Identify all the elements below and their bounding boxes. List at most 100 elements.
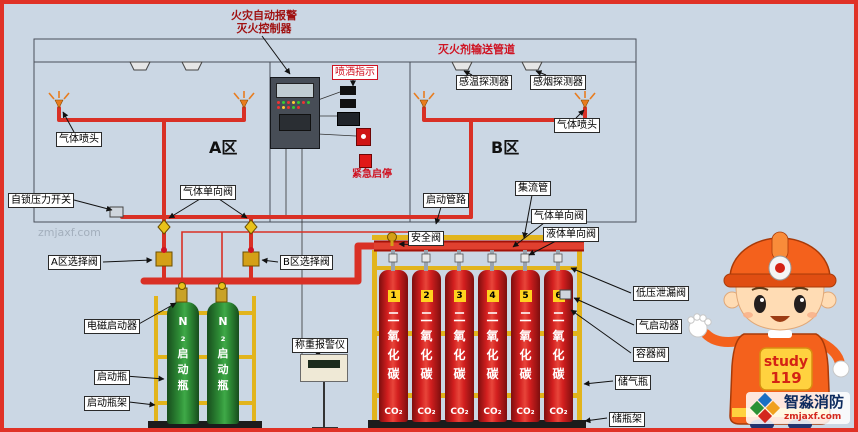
- cylinder-number: 1: [387, 290, 400, 302]
- mascot-brow: [791, 287, 809, 291]
- co2-rack-base: [368, 420, 586, 428]
- label-manifold: 集流管: [515, 181, 551, 196]
- cylinder-co2-label: CO₂: [516, 407, 535, 417]
- co2-rack-post: [372, 250, 377, 422]
- helmet-badge-center: [775, 263, 785, 273]
- n2-rack-rail: [154, 355, 256, 359]
- eye-highlight: [800, 298, 804, 302]
- panel-keypad: [279, 114, 311, 131]
- label-gas-nozzle-right: 气体喷头: [554, 118, 600, 133]
- mascot-face: [735, 285, 825, 331]
- controller-title-line1: 火灾自动报警: [231, 9, 297, 22]
- cylinder-label: 二氧化碳: [486, 310, 499, 381]
- label-solenoid-starter: 电磁启动器: [84, 319, 140, 334]
- label-storage-bottle-rack: 储瓶架: [609, 412, 645, 427]
- label-gas-nozzle-left: 气体喷头: [56, 132, 102, 147]
- firefighter-mascot: study 119: [687, 231, 850, 428]
- emergency-stop-button: [359, 154, 372, 168]
- n2-start-bottle: N₂启动瓶: [207, 302, 239, 424]
- controller-title-line2: 灭火控制器: [236, 22, 292, 35]
- mascot-right-glove: [832, 360, 850, 378]
- label-agent-pipe: 灭火剂输送管道: [438, 43, 515, 56]
- logo-site-url: zmjaxf.com: [783, 411, 842, 422]
- watermark: zmjaxf.com: [38, 226, 101, 239]
- panel-indicator-lights: [277, 101, 313, 109]
- gas-check-valve-icons: [157, 219, 258, 235]
- cylinder-number: 4: [486, 290, 499, 302]
- wiring: [285, 91, 357, 354]
- mascot-blush: [807, 312, 817, 318]
- mascot-mouth: [770, 316, 790, 322]
- co2-cylinder: 2 二氧化碳 CO₂: [412, 270, 441, 422]
- co2-rack-rail: [372, 393, 582, 398]
- pipes: [57, 106, 587, 285]
- label-container-valve: 容器阀: [633, 347, 669, 362]
- label-start-pipeline: 启动管路: [423, 193, 469, 208]
- mascot-eye: [794, 295, 806, 313]
- weighing-alarm-device: [300, 354, 348, 382]
- label-gas-check-valve-right: 气体单向阀: [531, 209, 587, 224]
- label-pressure-switch: 自锁压力开关: [8, 193, 74, 208]
- cylinder-number: 5: [519, 290, 532, 302]
- co2-rack-rail: [372, 266, 582, 270]
- logo-brand-name: 智淼消防: [783, 393, 844, 412]
- weighing-stand: [312, 380, 338, 428]
- label-start-bottle-rack: 启动瓶架: [84, 396, 130, 411]
- io-module: [340, 99, 356, 108]
- n2-rack-rail: [154, 311, 256, 315]
- label-smoke-detector: 感烟探测器: [530, 75, 586, 90]
- cylinder-co2-label: CO₂: [417, 407, 436, 417]
- mascot-wave-glove: [687, 313, 712, 338]
- nozzle-icon: [413, 91, 435, 109]
- cylinder-co2-label: CO₂: [384, 407, 403, 417]
- fire-alarm-control-panel: [270, 77, 320, 149]
- smoke-detector-icon: [521, 61, 543, 71]
- bottle-label: N₂启动瓶: [177, 315, 189, 392]
- mascot-brow: [751, 287, 769, 291]
- cylinder-co2-label: CO₂: [483, 407, 502, 417]
- co2-rack-rail: [372, 331, 582, 336]
- co2-cylinder: 4 二氧化碳 CO₂: [478, 270, 507, 422]
- cylinder-label: 二氧化碳: [420, 310, 433, 381]
- cylinder-label: 二氧化碳: [552, 310, 565, 381]
- heat-detector-icon: [451, 61, 473, 71]
- call-point-dot: [361, 134, 366, 139]
- safety-valve-icon: [387, 232, 397, 246]
- selector-valve-b-icon: [242, 251, 260, 267]
- solenoid-actuator-icons: [175, 282, 228, 303]
- co2-rack-post: [577, 250, 582, 422]
- weighing-display: [308, 360, 340, 368]
- bottle-label: N₂启动瓶: [217, 315, 229, 392]
- label-weighing-alarm: 称重报警仪: [292, 338, 348, 353]
- detector-icon: [129, 61, 151, 71]
- n2-rack-base: [148, 421, 262, 428]
- co2-cylinder: 1 二氧化碳 CO₂: [379, 270, 408, 422]
- manual-call-point: [356, 128, 371, 146]
- cylinder-label: 二氧化碳: [453, 310, 466, 381]
- mascot-blush: [743, 312, 753, 318]
- cylinder-co2-label: CO₂: [549, 407, 568, 417]
- n2-rack-rail: [154, 401, 256, 405]
- co2-rack-rail: [372, 235, 582, 240]
- mascot-badge: study 119: [759, 347, 813, 391]
- detector-icon: [181, 61, 203, 71]
- pressure-switch-icon: [109, 206, 124, 218]
- site-logo: 智淼消防 zmjaxf.com: [745, 392, 850, 424]
- label-start-bottle: 启动瓶: [94, 370, 130, 385]
- cylinder-co2-label: CO₂: [450, 407, 469, 417]
- selector-valve-a-icon: [155, 251, 173, 267]
- label-spray-indicator: 喷洒指示: [332, 65, 378, 80]
- cylinder-label: 二氧化碳: [519, 310, 532, 381]
- io-module: [337, 112, 360, 126]
- zone-a-label: A区: [209, 138, 238, 157]
- io-module: [340, 86, 356, 95]
- cylinder-number: 2: [420, 290, 433, 302]
- badge-text-study: study: [764, 354, 808, 370]
- zone-b-label: B区: [491, 138, 520, 157]
- co2-cylinder: 5 二氧化碳 CO₂: [511, 270, 540, 422]
- label-selector-valve-b: B区选择阀: [280, 255, 333, 270]
- nozzle-icon: [574, 91, 596, 109]
- label-selector-valve-a: A区选择阀: [48, 255, 101, 270]
- badge-text-119: 119: [770, 369, 801, 387]
